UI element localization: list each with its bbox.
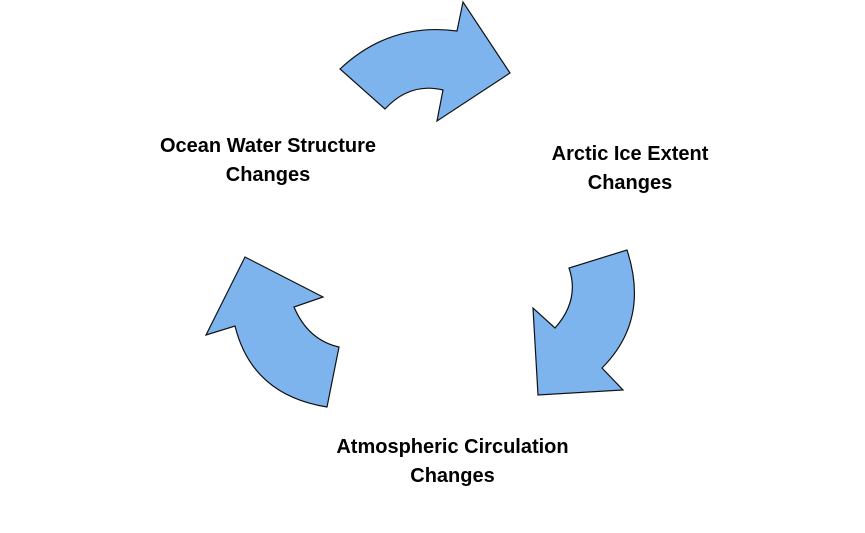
node-ocean-water-structure: Ocean Water Structure Changes	[128, 132, 408, 190]
node-arctic-ice-extent: Arctic Ice Extent Changes	[520, 140, 740, 198]
node-label-line2: Changes	[225, 164, 311, 186]
arrow-arctic-to-atmospheric	[532, 249, 636, 396]
node-label-line2: Changes	[410, 465, 495, 487]
node-label-line1: Arctic Ice Extent	[551, 143, 709, 165]
node-label-line2: Changes	[587, 172, 673, 194]
node-atmospheric-circulation: Atmospheric Circulation Changes	[300, 433, 605, 491]
node-label-line1: Atmospheric Circulation	[336, 436, 569, 458]
arrow-atmospheric-to-ocean	[204, 256, 340, 408]
node-label-line1: Ocean Water Structure	[160, 135, 376, 157]
arrow-ocean-to-arctic	[339, 0, 511, 123]
